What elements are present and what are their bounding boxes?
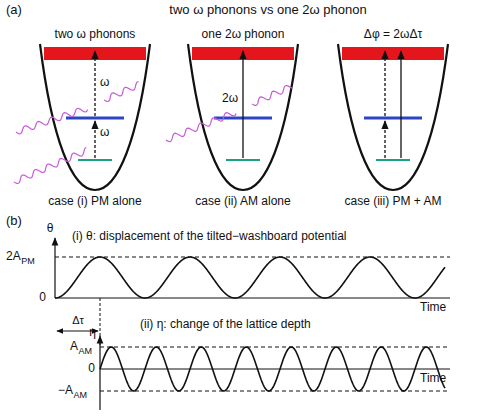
- well-curve: [338, 44, 448, 190]
- photon-wave: [166, 113, 236, 142]
- case-heading: two ω phonons: [55, 28, 136, 42]
- blue-level: [364, 117, 422, 120]
- photon-wave: [14, 148, 86, 184]
- potential-wells: [40, 44, 448, 190]
- frequency-label: ω: [100, 76, 109, 90]
- well-curve: [40, 44, 150, 190]
- case-caption: case (ii) AM alone: [195, 195, 290, 209]
- max-line: [55, 257, 450, 258]
- dashed-arrow: [384, 121, 385, 158]
- solid-arrow: [400, 51, 401, 158]
- dashed-arrow: [384, 51, 385, 116]
- amp-line: [100, 391, 450, 392]
- tick-label: A: [70, 340, 78, 354]
- tick-label: 0: [88, 362, 95, 376]
- amp-line: [100, 347, 450, 348]
- axis-label: η: [89, 326, 96, 340]
- case-heading: Δφ = 2ωΔτ: [364, 28, 422, 42]
- theta-baseline: [55, 298, 450, 299]
- theta-axis: [54, 238, 55, 298]
- axis-label: θ: [47, 222, 54, 236]
- photon-wave: [252, 86, 292, 106]
- green-level: [226, 159, 260, 161]
- tick-label: 0: [39, 291, 46, 305]
- case-caption: case (i) PM alone: [48, 195, 141, 209]
- tick-label: 2A: [6, 250, 21, 264]
- plot-title: (ii) η: change of the lattice depth: [140, 318, 311, 332]
- plot-title: (i) θ: displacement of the tilted−washbo…: [72, 230, 347, 244]
- axis-label: Time: [420, 301, 446, 315]
- transition-arrows: [95, 51, 401, 158]
- photon-waves: [14, 82, 292, 184]
- axis-label: Time: [420, 372, 446, 386]
- blue-level: [66, 117, 124, 120]
- well-curve: [188, 44, 298, 190]
- green-level: [78, 159, 112, 161]
- case-caption: case (iii) PM + AM: [344, 195, 441, 209]
- eta-curve: [100, 347, 445, 391]
- dashed-arrow: [94, 51, 95, 116]
- theta-curve: [55, 257, 445, 298]
- frequency-label: ω: [100, 126, 109, 140]
- panel-title: two ω phonons vs one 2ω phonon: [169, 3, 366, 18]
- tick-subscript: AM: [74, 390, 88, 400]
- panel-letter: (b): [6, 214, 22, 229]
- solid-arrow: [242, 51, 243, 158]
- tick-subscript: AM: [79, 346, 93, 356]
- photon-wave: [16, 108, 88, 134]
- red-band: [342, 47, 444, 60]
- tick-label: −A: [58, 384, 73, 398]
- panel-letter: (a): [6, 3, 22, 18]
- delay-label: Δτ: [72, 314, 84, 327]
- dashed-arrow: [94, 121, 95, 158]
- plot-axes: [55, 238, 450, 410]
- green-level: [376, 159, 410, 161]
- tick-subscript: PM: [21, 256, 35, 266]
- eta-baseline: [100, 369, 450, 370]
- frequency-label: 2ω: [222, 92, 238, 106]
- case-heading: one 2ω phonon: [202, 28, 285, 42]
